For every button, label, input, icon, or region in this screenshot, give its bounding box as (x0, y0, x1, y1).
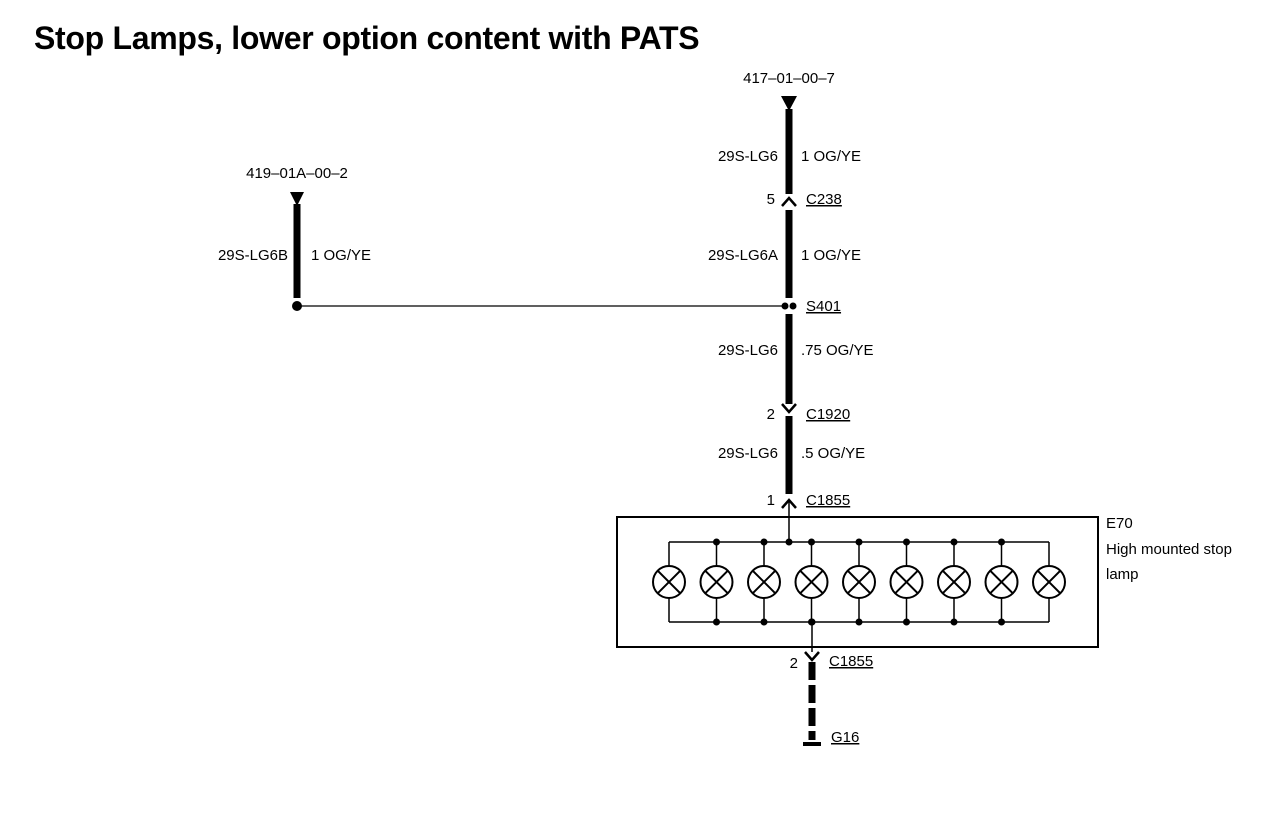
lamp-junction-dot (760, 618, 768, 626)
c238-name: C238 (806, 191, 842, 208)
seg2-circuit: 29S-LG6A (708, 247, 778, 264)
splice-s401-dot-right (789, 302, 797, 310)
lamp-filament-mark (751, 569, 777, 595)
lamp-junction-dot (998, 618, 1005, 626)
lamp-filament-mark (941, 569, 967, 595)
seg3-spec: .75 OG/YE (801, 342, 874, 359)
c1855-in-name: C1855 (806, 492, 850, 509)
c238-connector-symbol (781, 196, 797, 207)
lamp-array (652, 538, 1066, 626)
seg4-spec: .5 OG/YE (801, 445, 865, 462)
splice-s401-dot-left (781, 302, 789, 310)
lamp-filament-mark (1036, 569, 1062, 595)
lamp-filament-mark (846, 569, 872, 595)
seg2-spec: 1 OG/YE (801, 247, 861, 264)
lamp-junction-dot (713, 618, 720, 626)
lamp-junction-dot (950, 618, 958, 626)
c1920-connector-symbol (781, 403, 797, 414)
left-wire-spec: 1 OG/YE (311, 247, 371, 264)
lamp-junction-dot (855, 618, 863, 626)
c1855-in-connector-symbol (781, 498, 797, 509)
ref-label-top: 417–01–00–7 (743, 70, 835, 87)
e70-name-line1: High mounted stop (1106, 541, 1232, 558)
feed-junction-dot (785, 538, 793, 546)
lamp-junction-dot (713, 538, 720, 546)
seg3-circuit: 29S-LG6 (718, 342, 778, 359)
left-wire-circuit: 29S-LG6B (218, 247, 288, 264)
c1855-out-connector-symbol (804, 651, 820, 662)
c1855-out-pin: 2 (790, 655, 798, 672)
c238-pin: 5 (767, 191, 775, 208)
e70-name-line2: lamp (1106, 566, 1139, 583)
seg4-circuit: 29S-LG6 (718, 445, 778, 462)
splice-s401-label: S401 (806, 298, 841, 315)
page-title: Stop Lamps, lower option content with PA… (34, 20, 700, 56)
seg1-spec: 1 OG/YE (801, 148, 861, 165)
lamp-junction-dot (998, 538, 1005, 546)
lamp-filament-mark (989, 569, 1014, 595)
lamp-junction-dot (903, 538, 910, 546)
ref-label-left: 419–01A–00–2 (246, 165, 348, 182)
c1920-pin: 2 (767, 406, 775, 423)
c1855-out-name: C1855 (829, 653, 873, 670)
lamp-filament-mark (704, 569, 729, 595)
lamp-junction-dot (760, 538, 768, 546)
lamp-filament-mark (894, 569, 919, 595)
left-feed-arrow (290, 192, 304, 206)
lamp-filament-mark (656, 569, 682, 595)
lamp-junction-dot (903, 618, 910, 626)
e70-id: E70 (1106, 515, 1133, 532)
seg1-circuit: 29S-LG6 (718, 148, 778, 165)
e70-component-box (616, 516, 1099, 648)
c1920-name: C1920 (806, 406, 850, 423)
lamp-junction-dot (808, 538, 815, 546)
top-feed-arrow (781, 96, 797, 111)
lamp-junction-dot (950, 538, 958, 546)
c1855-in-pin: 1 (767, 492, 775, 509)
ground-g16-label: G16 (831, 729, 859, 746)
lamp-filament-mark (799, 569, 824, 595)
lamp-junction-dot (855, 538, 863, 546)
